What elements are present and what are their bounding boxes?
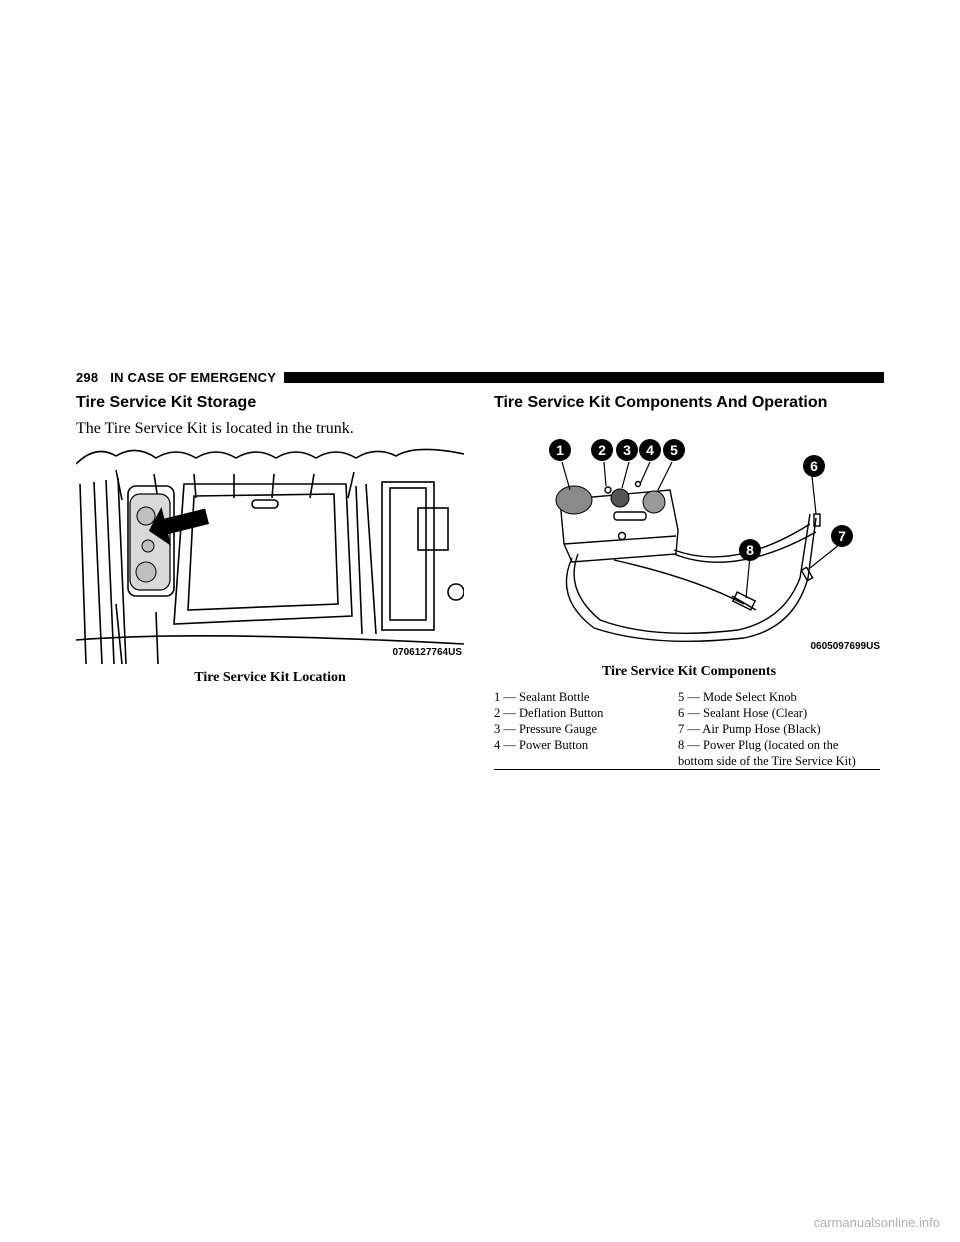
figure-caption: Tire Service Kit Location (194, 670, 346, 685)
components-heading: Tire Service Kit Components And Operatio… (494, 394, 828, 411)
section-title: IN CASE OF EMERGENCY (110, 369, 277, 385)
legend-rule (494, 769, 880, 770)
legend-item: 6 — Sealant Hose (Clear) (678, 706, 808, 720)
callout-8: 8 (746, 542, 754, 558)
kit-illustration: 1 2 3 4 5 6 7 8 (549, 439, 853, 643)
legend-item: bottom side of the Tire Service Kit) (678, 754, 856, 768)
storage-heading: Tire Service Kit Storage (76, 394, 257, 411)
figure-caption: Tire Service Kit Components (601, 664, 777, 679)
components-legend: 1 — Sealant Bottle 2 — Deflation Button … (494, 689, 884, 769)
components-figure: 1 2 3 4 5 6 7 8 0605097699US (494, 428, 884, 660)
callout-4: 4 (646, 442, 654, 458)
callout-7: 7 (838, 528, 846, 544)
header-rule (284, 371, 884, 383)
storage-text: The Tire Service Kit is located in the t… (76, 420, 354, 437)
trunk-location-figure: 0706127764US (76, 444, 464, 664)
legend-item: 4 — Power Button (494, 738, 589, 752)
figure-code: 0605097699US (808, 641, 882, 652)
trunk-illustration (76, 444, 464, 664)
callout-3: 3 (623, 442, 631, 458)
callout-1: 1 (556, 442, 564, 458)
legend-item: 3 — Pressure Gauge (494, 722, 598, 736)
page-number: 298 (76, 369, 99, 385)
legend-item: 2 — Deflation Button (494, 706, 604, 720)
figure-code: 0706127764US (390, 647, 464, 658)
watermark: carmanualsonline.info (813, 1215, 940, 1230)
legend-right-column: 5 — Mode Select Knob 6 — Sealant Hose (C… (678, 689, 884, 769)
callout-2: 2 (598, 442, 606, 458)
legend-item: 8 — Power Plug (located on the (678, 738, 839, 752)
legend-item: 5 — Mode Select Knob (678, 690, 797, 704)
legend-item: 7 — Air Pump Hose (Black) (678, 722, 821, 736)
callout-6: 6 (810, 458, 818, 474)
page-header: 298 IN CASE OF EMERGENCY (76, 368, 884, 386)
legend-item: 1 — Sealant Bottle (494, 690, 590, 704)
callout-5: 5 (670, 442, 678, 458)
legend-left-column: 1 — Sealant Bottle 2 — Deflation Button … (494, 689, 678, 769)
